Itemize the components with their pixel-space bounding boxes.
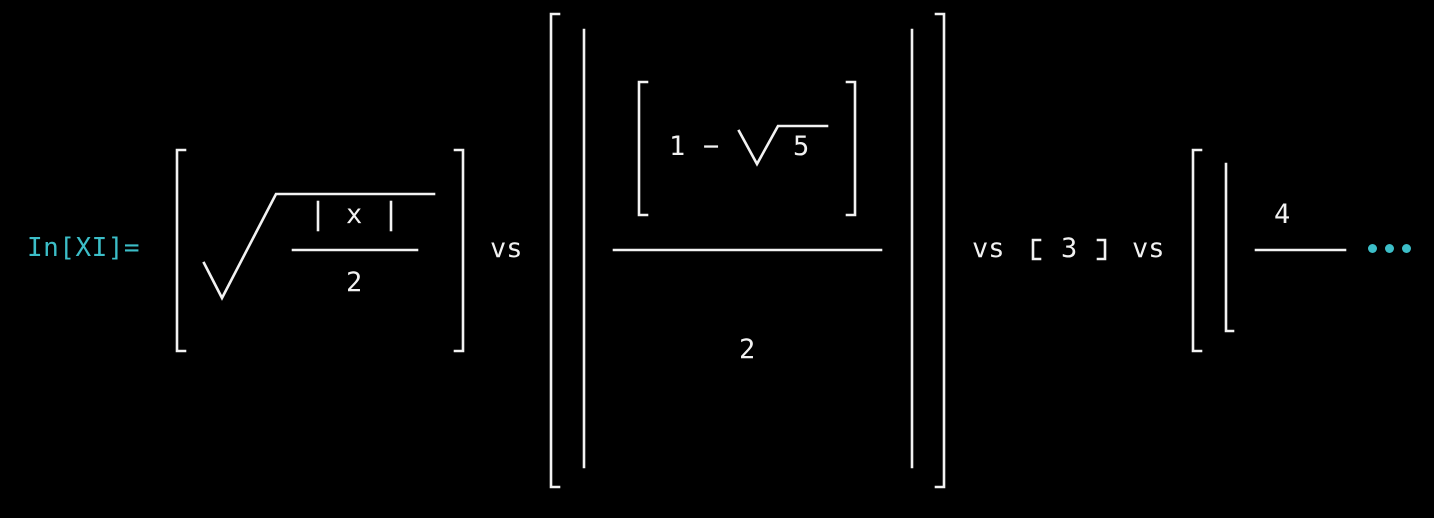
ellipsis-dot	[1402, 244, 1411, 253]
term2-numerator-operator: −	[703, 131, 720, 162]
input-prompt-label: In[XI]=	[27, 233, 141, 263]
separator-vs-1: vs	[490, 233, 523, 264]
term3-right-bracket	[1096, 238, 1107, 261]
term2-numerator-radicand: 5	[793, 131, 810, 162]
term2-numerator-left-bracket	[637, 80, 649, 217]
separator-vs-3: vs	[1132, 233, 1165, 264]
term1-right-bracket	[453, 148, 465, 353]
term4-inner-left-bracket	[1224, 162, 1235, 333]
term3-value: 3	[1061, 233, 1078, 264]
term2-outer-left-bracket	[549, 12, 561, 489]
term4-numerator: 4	[1274, 199, 1291, 230]
ellipsis-dot	[1368, 244, 1377, 253]
output-truncation-ellipsis-icon[interactable]	[1366, 240, 1414, 256]
ellipsis-dot	[1385, 244, 1394, 253]
term1-radical-sign	[202, 192, 436, 301]
term4-outer-left-bracket	[1191, 148, 1203, 353]
term2-denominator: 2	[739, 334, 756, 365]
separator-vs-2: vs	[972, 233, 1005, 264]
term2-numerator-left: 1	[669, 131, 686, 162]
term2-outer-right-bracket	[934, 12, 946, 489]
term3-left-bracket	[1031, 238, 1042, 261]
term2-radical-sign	[737, 124, 829, 167]
term1-left-bracket	[175, 148, 187, 353]
term1-denominator: 2	[346, 267, 363, 298]
term1-numerator: x	[346, 199, 363, 230]
term2-numerator-right-bracket	[845, 80, 857, 217]
